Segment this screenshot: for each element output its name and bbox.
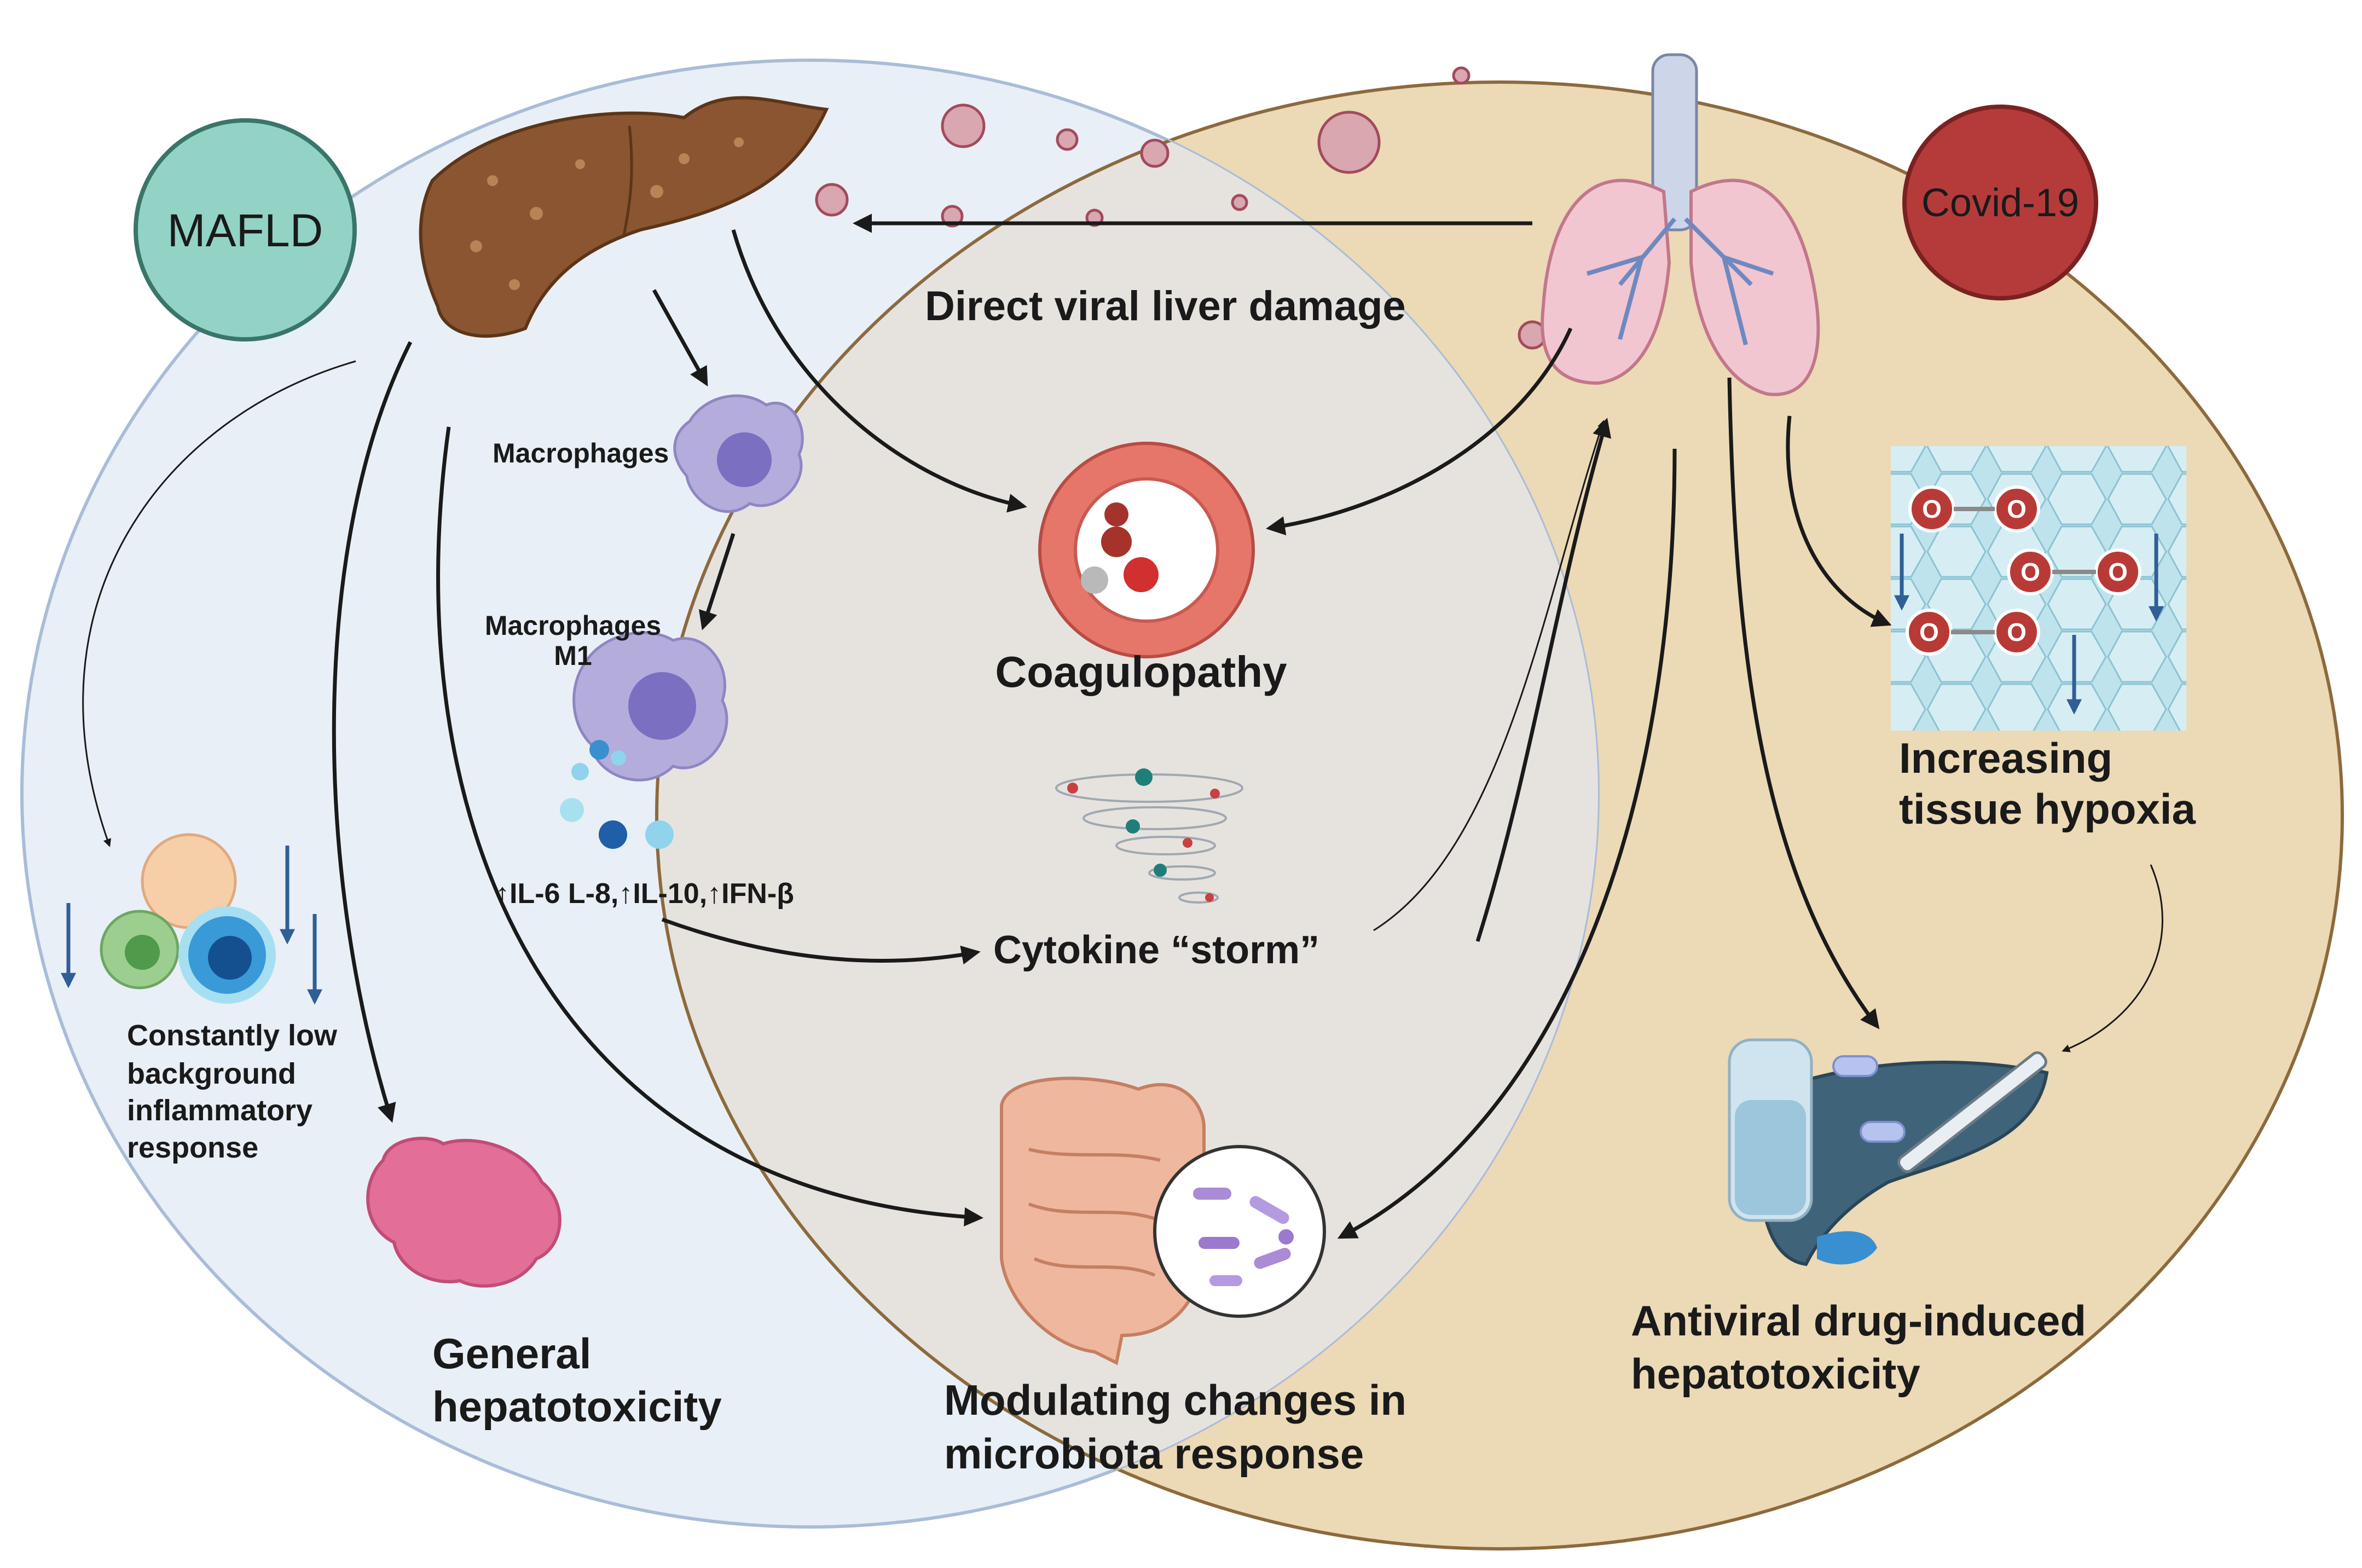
general-line-1: General [432, 1329, 591, 1378]
oxygen-atom-label: O [2007, 618, 2027, 646]
arrow-macrophages-to-m1 [698, 533, 736, 630]
arrow-liver-to-vessel [731, 229, 1027, 513]
oxygen-atom-label: O [2007, 495, 2027, 523]
arrow-liver-to-microbiota [436, 426, 983, 1226]
iv-drug-liver-icon [1728, 1038, 2049, 1266]
covid-badge: Covid-19 [1902, 105, 2098, 300]
antiviral-label: Antiviral drug-induced hepatotoxicity [1631, 1297, 2086, 1398]
liver-icon [419, 96, 829, 338]
lungs-icon [1541, 53, 1820, 396]
arrow-lung-to-hypoxia [1786, 415, 1892, 627]
hypoxia-line-2: tissue hypoxia [1899, 785, 2196, 833]
coagulopathy-label: Coagulopathy [995, 647, 1287, 696]
arrow-liver-to-general [332, 341, 413, 1123]
covid-label: Covid-19 [1921, 181, 2079, 225]
macrophages-label: Macrophages [493, 438, 669, 468]
cytokine-storm-icon [1055, 768, 1243, 904]
general-line-2: hepatotoxicity [432, 1382, 722, 1431]
arrow-storm-to-lung [1373, 420, 1606, 931]
oxygen-atom-label: O [1919, 618, 1939, 646]
bacteria-icon [1153, 1145, 1326, 1318]
mafld-badge: MAFLD [134, 118, 357, 342]
cytokine-storm-label: Cytokine “storm” [993, 928, 1319, 972]
arrow-hypoxia-to-antiviral [2062, 864, 2163, 1052]
flow-arrows [82, 213, 2163, 1239]
background-line-1: Constantly low [127, 1019, 338, 1052]
oxygen-atom-label: O [2021, 558, 2040, 586]
general-hepatotoxicity-label: General hepatotoxicity [432, 1329, 722, 1431]
arrow-cytokines-to-storm [661, 917, 981, 965]
direct-viral-label: Direct viral liver damage [925, 283, 1406, 329]
hypoxia-label: Increasing tissue hypoxia [1899, 734, 2196, 833]
background-line-3: inflammatory [127, 1094, 312, 1127]
mafld-label: MAFLD [167, 205, 323, 256]
arrow-lung-to-vessel [1266, 327, 1573, 536]
antiviral-line-1: Antiviral drug-induced [1631, 1297, 2086, 1345]
microbiota-line-1: Modulating changes in [944, 1376, 1406, 1424]
oxygen-tissue-icon: O O O O O O [1891, 446, 2186, 731]
blood-vessel-icon [1038, 442, 1255, 658]
microbiota-line-2: microbiota response [944, 1430, 1364, 1478]
arrow-to-lung [1475, 418, 1612, 942]
immune-cells-icon [100, 833, 276, 1004]
hypoxia-line-1: Increasing [1899, 734, 2112, 782]
cytokines-label: ↑IL-6 L-8,↑IL-10,↑IFN-β [495, 878, 794, 910]
oxygen-atom-label: O [1922, 495, 1942, 523]
oxygen-atom-label: O [2108, 558, 2128, 586]
arrow-lung-to-antiviral [1727, 377, 1880, 1029]
background-line-2: background [127, 1057, 296, 1090]
damaged-liver-icon [366, 1137, 561, 1288]
macrophage-icon [673, 394, 804, 513]
arrow-liver-to-background [82, 360, 356, 847]
background-line-4: response [127, 1131, 258, 1164]
arrow-lung-to-microbiota [1337, 448, 1677, 1239]
macrophages-m1-label-2: M1 [554, 640, 592, 671]
microbiota-label: Modulating changes in microbiota respons… [944, 1376, 1406, 1478]
macrophages-m1-label-1: Macrophages [485, 610, 661, 641]
background-response-label: Constantly low background inflammatory r… [127, 1019, 338, 1164]
macrophage-m1-icon [560, 631, 728, 849]
arrow-liver-to-macrophages [652, 289, 708, 387]
down-arrows [61, 846, 322, 1005]
antiviral-line-2: hepatotoxicity [1631, 1350, 1920, 1398]
